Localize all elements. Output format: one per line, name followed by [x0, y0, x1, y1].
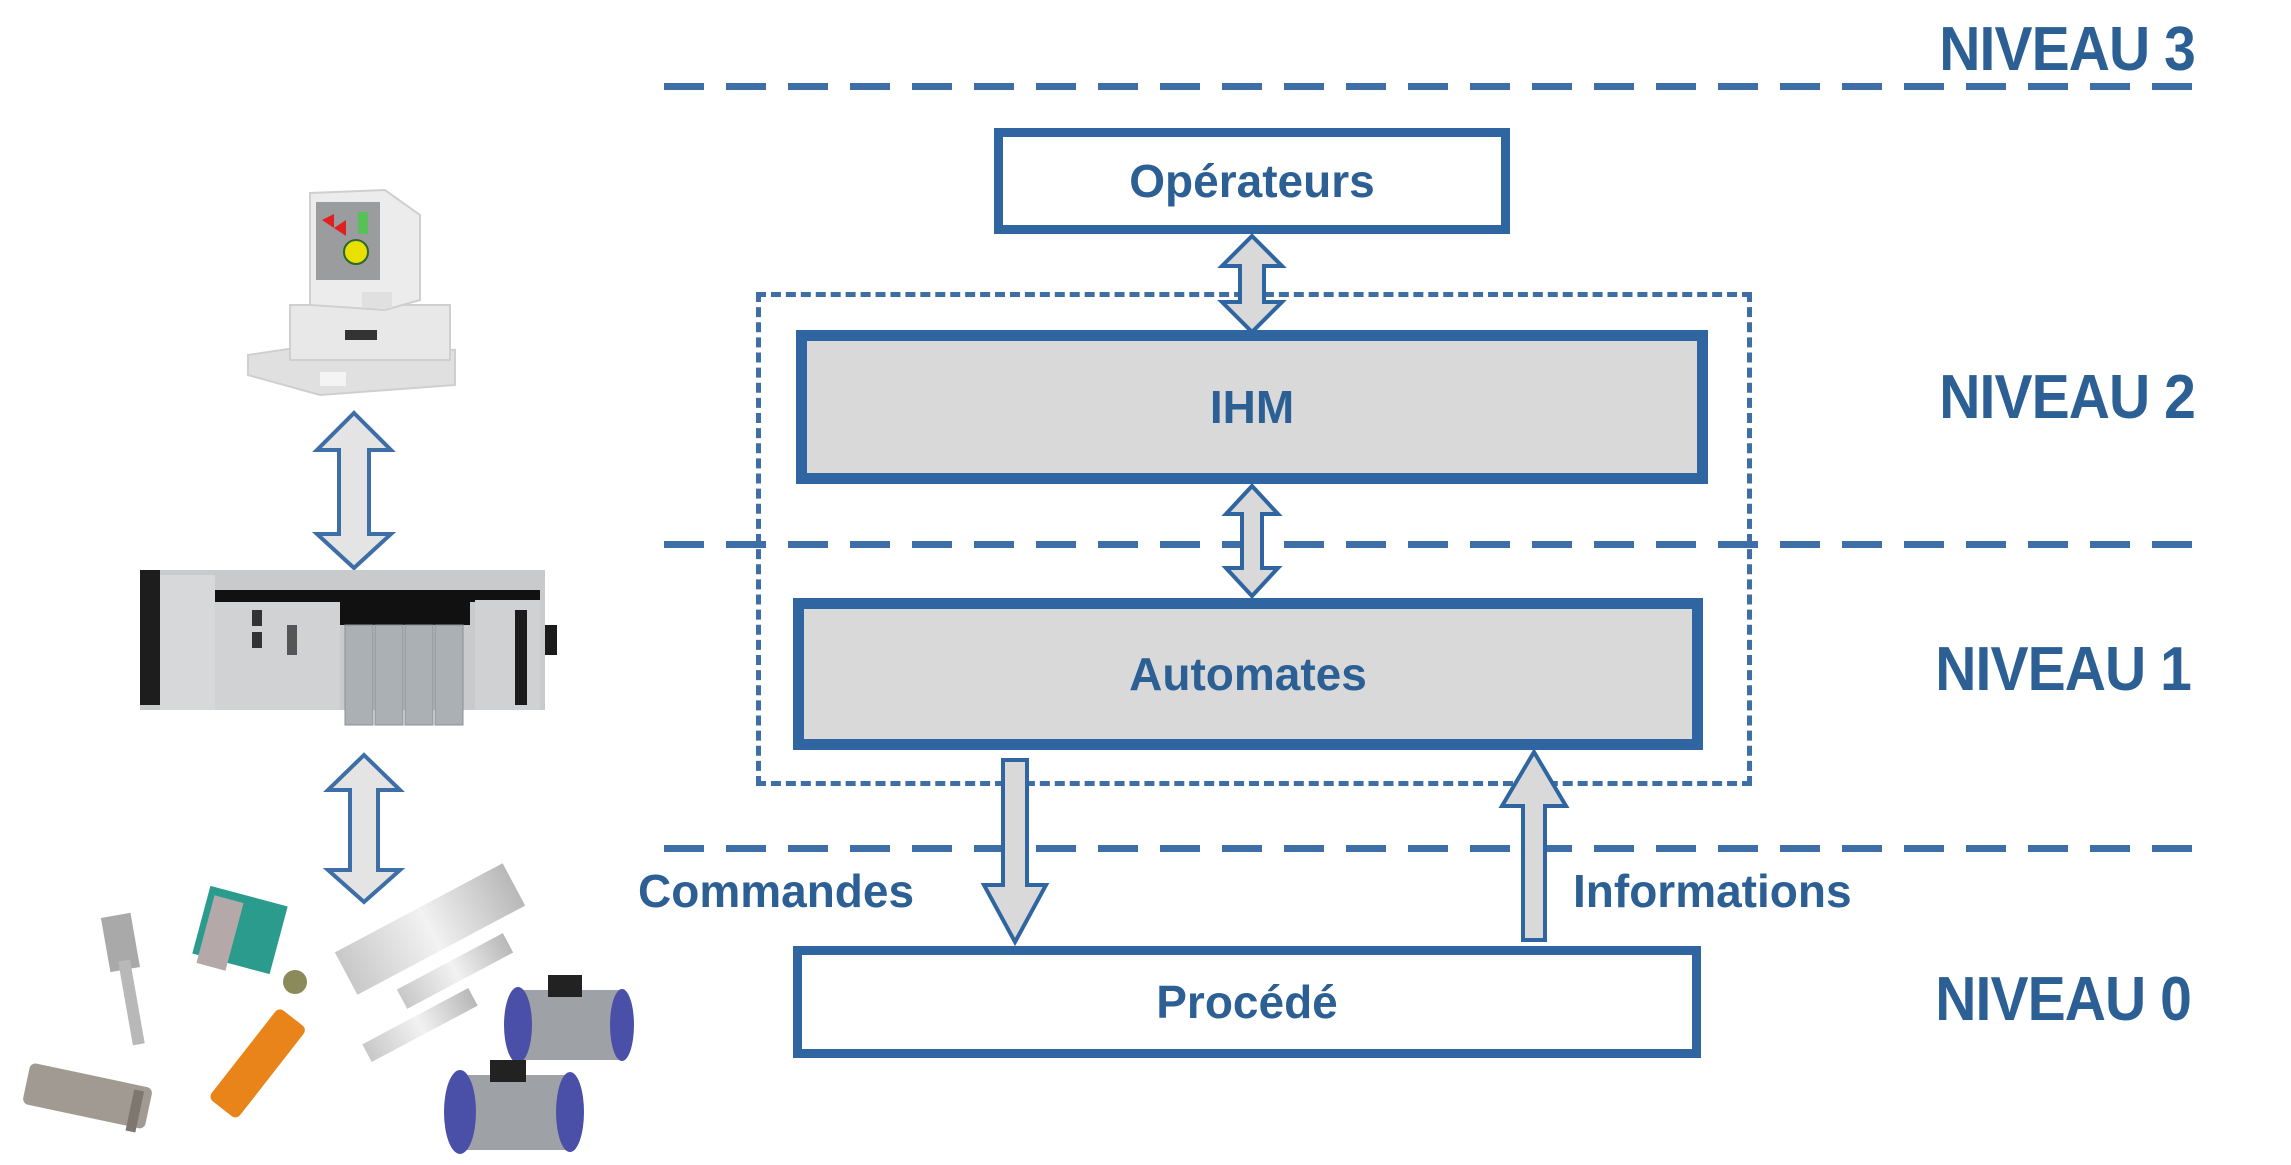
- informations-arrow: [1498, 748, 1570, 942]
- operateurs-box: Opérateurs: [994, 128, 1510, 234]
- level-separator-3: [664, 83, 2198, 90]
- ihm-label: IHM: [1209, 381, 1295, 433]
- informations-label: Informations: [1573, 865, 1852, 917]
- double-arrow-plc-devices: [322, 752, 406, 905]
- field-devices-icon: [23, 863, 634, 1154]
- ihm-box: IHM: [796, 330, 1708, 484]
- hmi-computer-icon: [247, 188, 456, 397]
- plc-rack-icon: [140, 570, 557, 726]
- level-separator-1: [664, 845, 2214, 852]
- level-2-label: NIVEAU 2: [1939, 363, 2196, 432]
- automates-box: Automates: [793, 598, 1703, 750]
- procede-box: Procédé: [793, 946, 1701, 1058]
- procede-label: Procédé: [1156, 976, 1338, 1028]
- double-arrow-computer-plc: [311, 410, 397, 571]
- double-arrow-operateurs-ihm: [1217, 233, 1287, 335]
- automates-label: Automates: [1129, 648, 1367, 700]
- level-0-label: NIVEAU 0: [1935, 965, 2192, 1034]
- commandes-label: Commandes: [638, 865, 915, 917]
- commandes-arrow: [980, 758, 1050, 947]
- level-separator-2: [664, 541, 2214, 548]
- double-arrow-ihm-automates: [1221, 483, 1283, 599]
- operateurs-label: Opérateurs: [1129, 155, 1375, 207]
- level-3-label: NIVEAU 3: [1939, 15, 2196, 84]
- level-1-label: NIVEAU 1: [1935, 635, 2192, 704]
